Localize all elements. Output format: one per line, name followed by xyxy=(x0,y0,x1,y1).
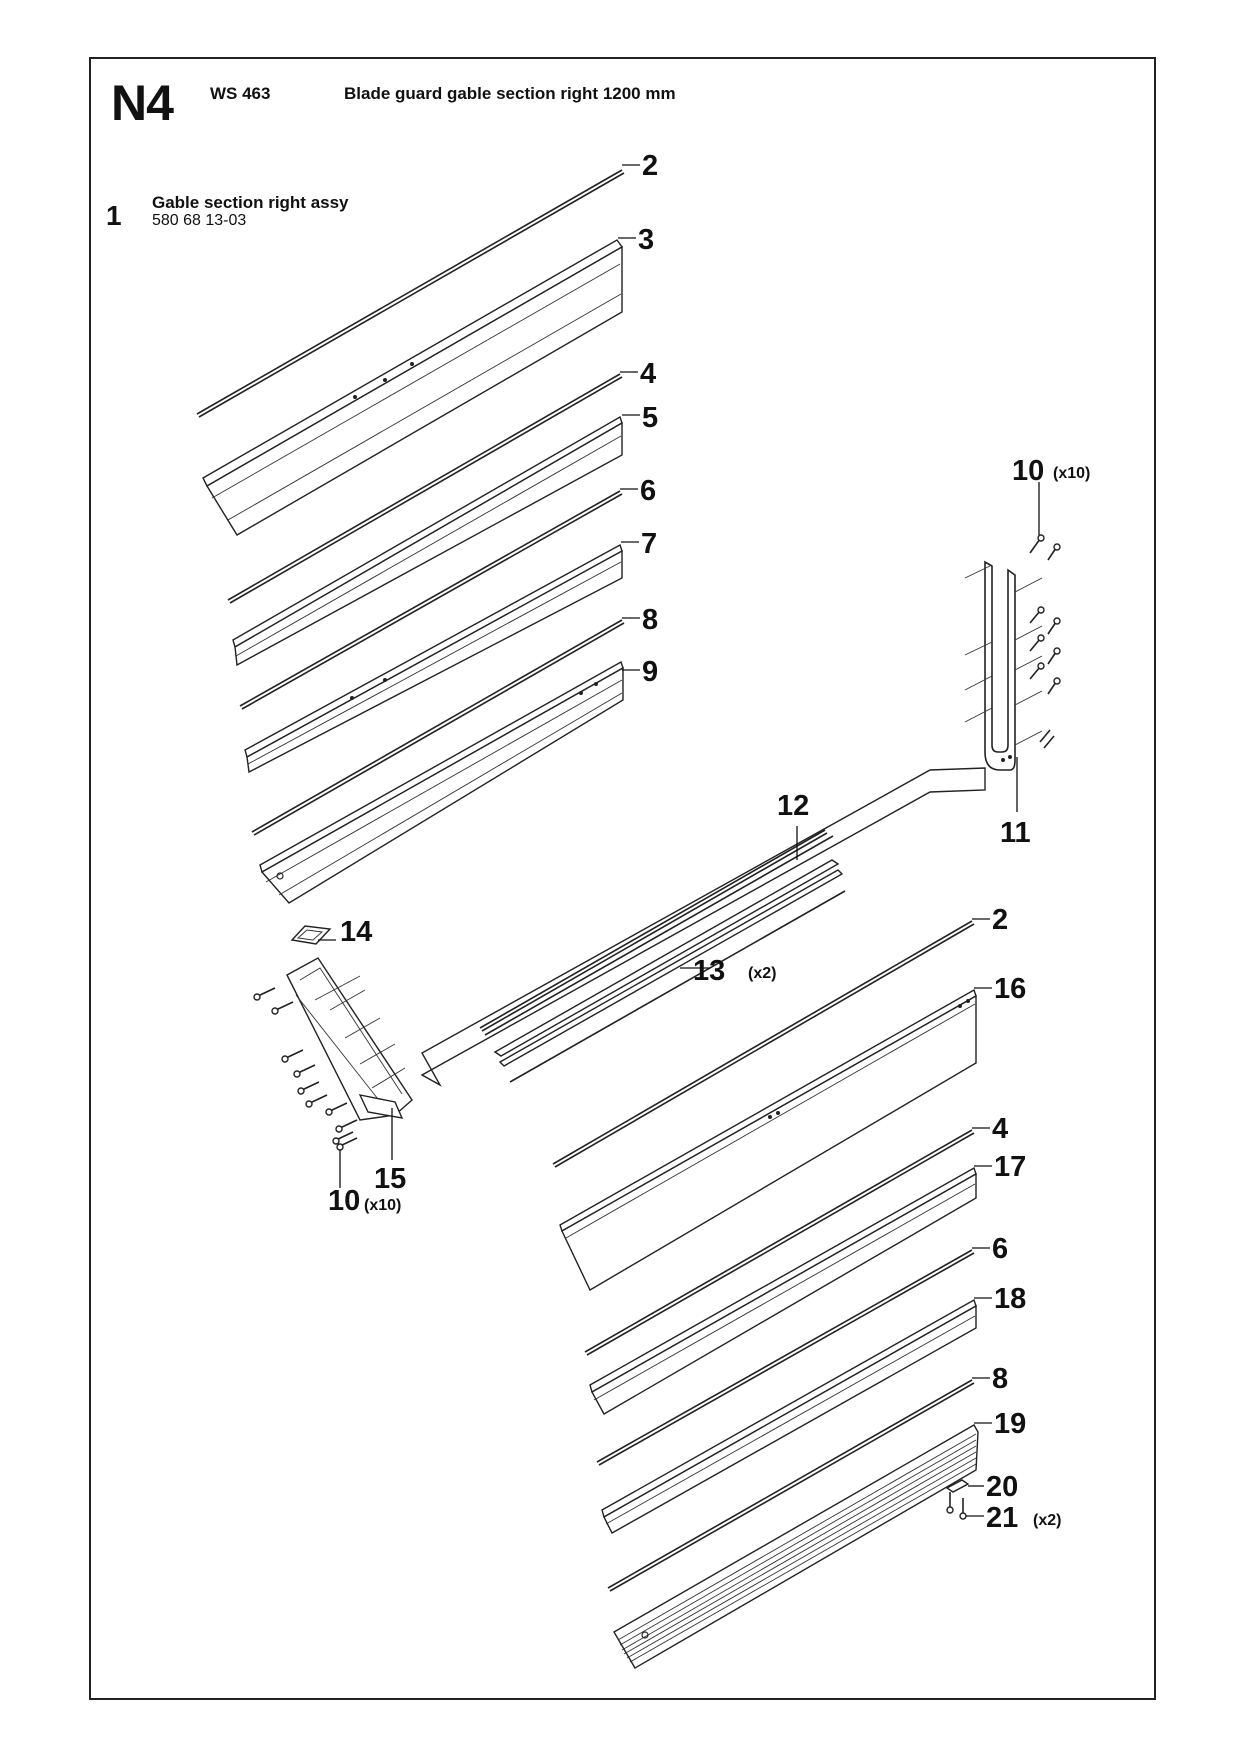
callout-4-upper: 4 xyxy=(640,358,656,390)
part-rod-8-upper xyxy=(251,619,625,836)
part-profile-19 xyxy=(613,1424,979,1669)
callout-6-upper: 6 xyxy=(640,475,656,507)
part-profile-17 xyxy=(589,1166,977,1415)
page-title: Blade guard gable section right 1200 mm xyxy=(344,84,676,103)
callout-11: 11 xyxy=(1000,817,1031,849)
leader-lines xyxy=(318,164,1040,1517)
part-rod-2-lower xyxy=(552,920,975,1168)
callout-19: 19 xyxy=(994,1408,1026,1440)
part-end-cap-15 xyxy=(286,957,413,1121)
callout-14: 14 xyxy=(340,916,372,948)
part-gasket-sheet xyxy=(420,767,986,1087)
callout-17: 17 xyxy=(994,1151,1026,1183)
part-panel-16 xyxy=(559,988,977,1291)
callout-9: 9 xyxy=(642,656,658,688)
callout-2-upper: 2 xyxy=(642,150,658,182)
part-bracket-20 xyxy=(945,1479,970,1508)
callout-15: 15 xyxy=(374,1163,406,1195)
model-number: WS 463 xyxy=(210,84,271,103)
callout-20: 20 xyxy=(986,1471,1018,1503)
callout-10-lower: 10 xyxy=(328,1185,360,1217)
callout-12: 12 xyxy=(777,790,809,822)
part-rod-6-lower xyxy=(596,1249,975,1466)
screw-group-10-lower xyxy=(253,987,358,1151)
screw-group-10-upper xyxy=(1029,534,1061,749)
part-rod-2-upper xyxy=(196,169,625,418)
part-profile-9 xyxy=(259,660,624,904)
callout-10-upper: 10 xyxy=(1012,455,1044,487)
callout-13-qty: (x2) xyxy=(748,965,776,982)
callout-8-upper: 8 xyxy=(642,604,658,636)
part-rod-8-lower xyxy=(607,1379,975,1592)
part-strip-12 xyxy=(484,835,846,1083)
callout-21-qty: (x2) xyxy=(1033,1512,1061,1529)
callout-6-lower: 6 xyxy=(992,1233,1008,1265)
assembly-name: Gable section right assy xyxy=(152,193,349,212)
callout-3: 3 xyxy=(638,224,654,256)
assembly-number: 1 xyxy=(106,200,122,231)
part-rod-6-upper xyxy=(239,490,623,710)
part-profile-7 xyxy=(244,543,623,774)
callout-5: 5 xyxy=(642,402,658,434)
callout-7: 7 xyxy=(641,528,657,560)
part-profile-3 xyxy=(202,239,624,536)
section-code: N4 xyxy=(111,75,174,131)
callout-13: 13 xyxy=(693,955,725,987)
callout-21: 21 xyxy=(986,1502,1018,1534)
callout-8-lower: 8 xyxy=(992,1363,1008,1395)
callout-18: 18 xyxy=(994,1283,1026,1315)
part-strip-13 xyxy=(479,829,828,1032)
drawing-frame xyxy=(89,57,1156,1700)
part-profile-18 xyxy=(601,1298,977,1534)
callout-2-lower: 2 xyxy=(992,904,1008,936)
part-rod-4-lower xyxy=(584,1129,975,1356)
part-clip-14 xyxy=(290,925,332,945)
assembly-part-number: 580 68 13-03 xyxy=(152,212,247,229)
part-end-frame-11 xyxy=(964,560,1043,771)
callout-16: 16 xyxy=(994,973,1026,1005)
part-profile-5 xyxy=(232,415,623,667)
callout-4-lower: 4 xyxy=(992,1113,1008,1145)
callout-10-lower-qty: (x10) xyxy=(364,1197,401,1214)
callout-10-upper-qty: (x10) xyxy=(1053,465,1090,482)
part-rod-4-upper xyxy=(227,373,623,604)
